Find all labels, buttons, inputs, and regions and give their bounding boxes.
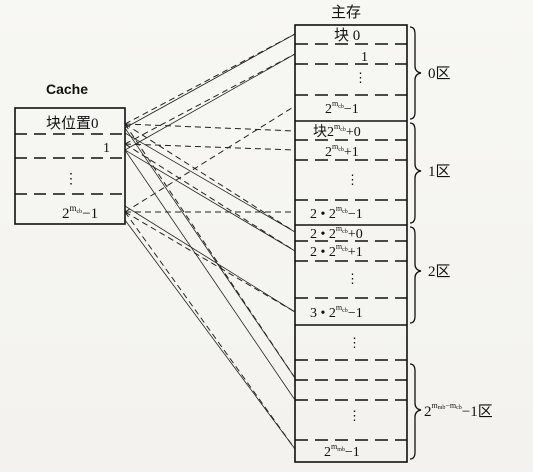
zone1-last-label: 2 • 2mcb−1 <box>310 204 363 222</box>
mapping-line-solid <box>124 149 296 401</box>
main-memory-box: 块 0 1 ⋮ 2mcb−1 块2mcb+0 2mcb+1 ⋮ 2 • 2mcb… <box>294 24 408 463</box>
mapping-line-dashed <box>124 211 296 450</box>
memory-block-1-label: 1 <box>361 50 368 65</box>
cache-dots: ⋮ <box>64 172 78 187</box>
mapping-line-dashed <box>124 123 296 132</box>
mapping-line-solid <box>124 205 296 313</box>
memory-dots-zone1: ⋮ <box>346 172 359 187</box>
zone-last-brace <box>409 363 422 460</box>
mapping-line-dashed <box>124 33 296 125</box>
memory-dots-zone2: ⋮ <box>346 271 359 286</box>
zone2-second-label: 2 • 2mcb+1 <box>310 242 363 260</box>
mapping-line-dashed <box>124 143 296 252</box>
cache-row-1-label: 1 <box>103 141 110 156</box>
zone1-brace <box>409 122 422 224</box>
zone2-last-label: 3 • 2mcb−1 <box>310 303 363 321</box>
zone-last-label: 2mmb−mcb−1区 <box>424 401 493 420</box>
cache-last-row-label: 2mcb−1 <box>62 203 98 222</box>
zone2-brace <box>409 226 422 324</box>
mapping-line-solid <box>124 127 296 379</box>
zone2-label: 2区 <box>428 264 451 280</box>
mapping-line-dashed <box>124 123 296 233</box>
memory-dots-gap: ⋮ <box>348 335 361 350</box>
mapping-line-dashed <box>124 105 296 213</box>
memory-dots-zone0: ⋮ <box>354 70 367 85</box>
zone0-label: 0区 <box>428 66 451 82</box>
cache-box: 块位置0 1 ⋮ 2mcb−1 <box>14 107 126 225</box>
mapping-line-dashed <box>124 53 296 145</box>
zone2-first-label: 2 • 2mcb+0 <box>310 224 363 242</box>
zone0-brace <box>409 26 422 120</box>
zone1-second-label: 2mcb+1 <box>325 142 359 160</box>
zone0-last-label: 2mcb−1 <box>325 99 359 117</box>
mapping-line-solid <box>124 33 296 129</box>
memory-block-0-label: 块 0 <box>334 27 360 44</box>
zone1-first-label: 块2mcb+0 <box>313 122 361 140</box>
mapping-line-solid <box>124 132 296 233</box>
mapping-line-dashed <box>124 143 296 151</box>
mapping-lines <box>124 33 296 450</box>
zone-braces <box>409 26 422 460</box>
mapping-line-solid <box>124 219 296 450</box>
mapping-line-solid <box>124 53 296 151</box>
zone-last-last-label: 2mmb−1 <box>324 442 360 460</box>
main-memory-title: 主存 <box>331 4 361 21</box>
cache-row-0-label: 块位置0 <box>46 115 99 132</box>
zone1-label: 1区 <box>428 164 451 180</box>
memory-dots-zone-last: ⋮ <box>348 408 361 423</box>
mapping-line-dashed <box>124 211 296 313</box>
cache-title: Cache <box>46 81 88 97</box>
mapping-line-solid <box>124 149 296 252</box>
